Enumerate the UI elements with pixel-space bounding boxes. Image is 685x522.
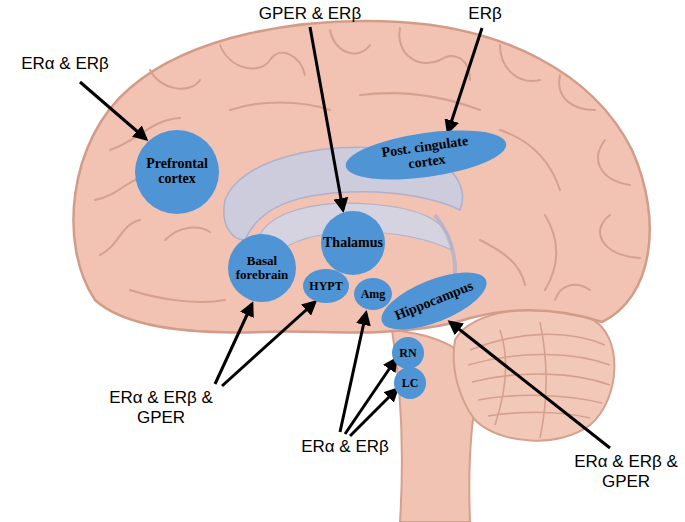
receptor-label: GPER & ERβ (245, 4, 375, 24)
leader-arrow (350, 389, 397, 436)
region-name: Prefrontal cortex (142, 157, 212, 186)
region-name: RN (399, 347, 416, 360)
brain-region: RN (392, 337, 424, 369)
region-name: Basal forebrain (232, 254, 292, 281)
cerebellum-folia (468, 322, 610, 438)
leader-arrow (340, 313, 366, 432)
leader-arrow (450, 322, 610, 448)
region-name: Amg (361, 288, 386, 301)
gyri (95, 28, 640, 302)
region-fill (135, 130, 219, 214)
region-name: LC (402, 377, 419, 390)
cerebrum (73, 21, 649, 333)
region-fill (321, 211, 385, 275)
brain-region: Amg (354, 278, 392, 310)
brain-region: HYPT (303, 269, 349, 303)
region-name: HYPT (309, 280, 342, 293)
region-fill (392, 337, 424, 369)
receptor-label: ERα & ERβ & GPER (570, 452, 682, 493)
leader-arrow (80, 82, 146, 139)
region-fill (374, 261, 494, 342)
leader-arrows (80, 27, 610, 448)
brain-region: LC (394, 367, 426, 399)
region-fill (228, 234, 296, 302)
brain-region: Basal forebrain (228, 234, 296, 302)
region-name: Thalamus (323, 236, 383, 251)
receptor-label: ERβ (455, 4, 515, 24)
cerebellum (454, 309, 615, 441)
leader-arrow (310, 27, 343, 210)
leader-arrow (448, 28, 482, 132)
region-fill (303, 269, 349, 303)
leader-arrow (222, 302, 315, 386)
receptor-label: ERα & ERβ (10, 54, 120, 74)
region-fill (343, 122, 510, 188)
brain (73, 21, 649, 522)
region-fill (354, 278, 392, 310)
region-fill (394, 367, 426, 399)
receptor-label: ERα & ERβ (290, 437, 400, 457)
leader-arrow (215, 304, 252, 384)
brain-region: Thalamus (321, 211, 385, 275)
brain-region: Prefrontal cortex (135, 130, 219, 214)
receptor-label: ERα & ERβ & GPER (105, 388, 217, 429)
